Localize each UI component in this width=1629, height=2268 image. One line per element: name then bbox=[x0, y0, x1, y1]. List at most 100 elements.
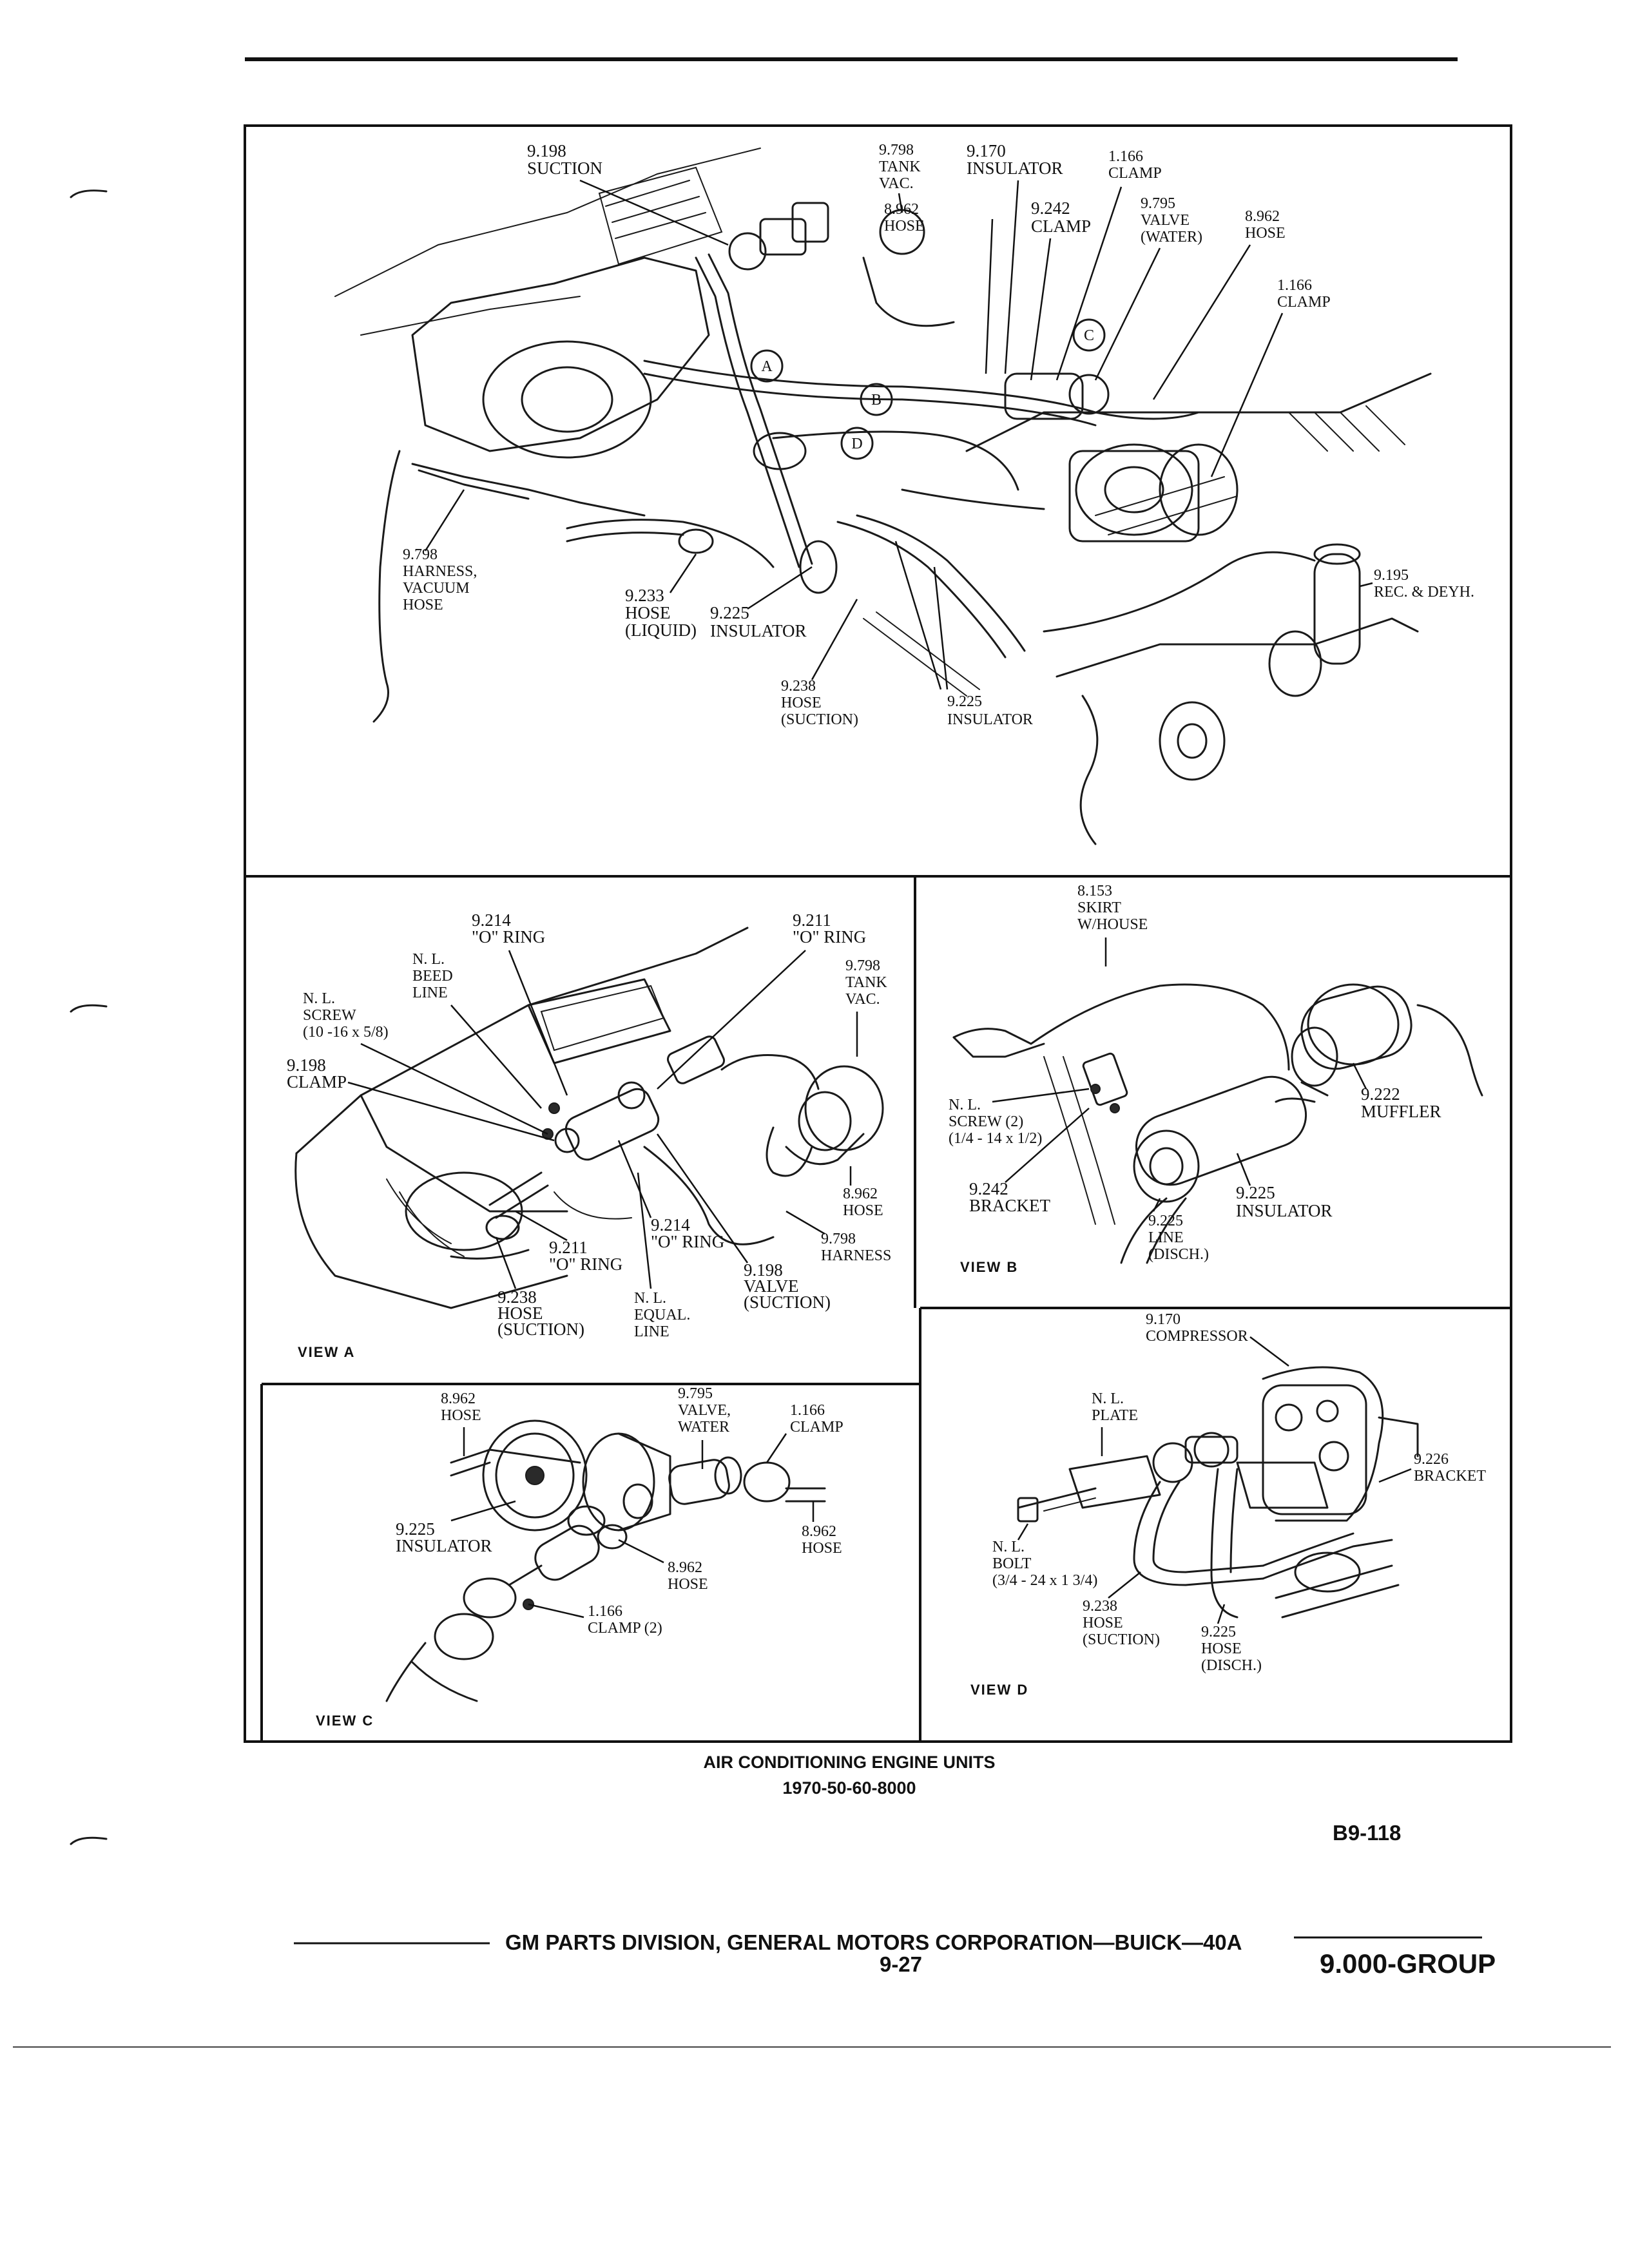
view-c-labels: 8.962 HOSE 9.795 VALVE, WATER 1.166 CLAM… bbox=[316, 1385, 843, 1729]
svg-text:9.198: 9.198 bbox=[527, 141, 566, 160]
svg-text:N. L.: N. L. bbox=[949, 1097, 981, 1113]
label-a-clamp: 9.198 CLAMP bbox=[287, 1055, 555, 1142]
svg-text:9.214: 9.214 bbox=[472, 910, 511, 930]
svg-text:(SUCTION): (SUCTION) bbox=[744, 1293, 831, 1312]
label-a-screw: N. L. SCREW (10 -16 x 5/8) bbox=[303, 990, 548, 1135]
svg-text:9.795: 9.795 bbox=[1141, 195, 1175, 212]
svg-text:BEED: BEED bbox=[412, 968, 453, 985]
label-a-o-ring-top-right: 9.211 "O" RING bbox=[657, 910, 866, 1090]
label-a-equal-line: N. L. EQUAL. LINE bbox=[634, 1172, 690, 1340]
svg-text:HOSE: HOSE bbox=[1201, 1640, 1242, 1657]
svg-text:CLAMP: CLAMP bbox=[1277, 294, 1331, 311]
view-a-illustration bbox=[294, 927, 884, 1309]
label-b-bracket: 9.242 BRACKET bbox=[969, 1108, 1090, 1215]
label-a-hose-suction: 9.238 HOSE (SUCTION) bbox=[495, 1236, 584, 1339]
svg-text:9.211: 9.211 bbox=[549, 1238, 588, 1257]
svg-text:SCREW (2): SCREW (2) bbox=[949, 1113, 1023, 1130]
svg-text:9.233: 9.233 bbox=[625, 586, 664, 605]
svg-text:N. L.: N. L. bbox=[992, 1539, 1025, 1555]
svg-text:REC. & DEYH.: REC. & DEYH. bbox=[1374, 584, 1474, 601]
svg-text:HOSE: HOSE bbox=[497, 1303, 543, 1323]
view-d-title: VIEW D bbox=[970, 1682, 1028, 1698]
svg-text:HOSE: HOSE bbox=[843, 1202, 883, 1219]
svg-text:WATER: WATER bbox=[678, 1419, 729, 1436]
label-a-tank-vac: 9.798 TANK VAC. bbox=[845, 957, 887, 1057]
binder-hole-mark bbox=[70, 1004, 108, 1013]
svg-text:HOSE: HOSE bbox=[668, 1576, 708, 1593]
view-a-title: VIEW A bbox=[298, 1344, 355, 1360]
svg-text:8.962: 8.962 bbox=[802, 1523, 836, 1540]
label-hose-suction: 9.238 HOSE (SUCTION) bbox=[781, 599, 858, 728]
svg-text:"O" RING: "O" RING bbox=[651, 1232, 724, 1251]
svg-text:1.166: 1.166 bbox=[588, 1603, 622, 1620]
svg-text:9.222: 9.222 bbox=[1361, 1084, 1400, 1104]
svg-text:HOSE: HOSE bbox=[441, 1407, 481, 1424]
label-rec-deyh: 9.195 REC. & DEYH. bbox=[1359, 567, 1474, 601]
label-b-screw: N. L. SCREW (2) (1/4 - 14 x 1/2) bbox=[949, 1088, 1090, 1147]
svg-text:(10 -16 x 5/8): (10 -16 x 5/8) bbox=[303, 1024, 389, 1041]
svg-text:9.798: 9.798 bbox=[403, 546, 438, 563]
footer-group: 9.000-GROUP bbox=[1320, 1948, 1496, 1979]
svg-text:A: A bbox=[761, 358, 773, 375]
svg-text:N. L.: N. L. bbox=[634, 1290, 666, 1307]
view-a-labels: 9.214 "O" RING 9.211 "O" RING N. L. BEED… bbox=[287, 910, 891, 1360]
svg-text:9.795: 9.795 bbox=[678, 1385, 713, 1402]
figure-number: B9-118 bbox=[1333, 1821, 1401, 1845]
label-b-skirt: 8.153 SKIRT W/HOUSE bbox=[1077, 883, 1148, 966]
view-c-title: VIEW C bbox=[316, 1713, 374, 1729]
svg-text:8.962: 8.962 bbox=[668, 1559, 702, 1576]
label-b-insulator: 9.225 INSULATOR bbox=[1236, 1153, 1333, 1220]
svg-text:9.214: 9.214 bbox=[651, 1215, 690, 1235]
svg-text:9.195: 9.195 bbox=[1374, 567, 1409, 584]
svg-text:B: B bbox=[871, 392, 882, 408]
svg-text:(1/4 - 14 x 1/2): (1/4 - 14 x 1/2) bbox=[949, 1130, 1042, 1147]
label-a-harness: 9.798 HARNESS bbox=[786, 1210, 891, 1264]
svg-text:CLAMP: CLAMP bbox=[1108, 165, 1162, 182]
svg-text:1.166: 1.166 bbox=[790, 1402, 825, 1419]
svg-text:INSULATOR: INSULATOR bbox=[947, 711, 1033, 728]
figure-title: AIR CONDITIONING ENGINE UNITS bbox=[703, 1753, 995, 1772]
label-a-o-ring-lower-mid: 9.214 "O" RING bbox=[617, 1140, 724, 1251]
label-a-hose: 8.962 HOSE bbox=[843, 1166, 883, 1219]
svg-text:CLAMP: CLAMP bbox=[1031, 216, 1091, 236]
label-a-beed-line: N. L. BEED LINE bbox=[412, 951, 542, 1109]
svg-text:9.238: 9.238 bbox=[497, 1287, 537, 1307]
svg-text:9.226: 9.226 bbox=[1414, 1451, 1449, 1468]
callout-d: D bbox=[840, 427, 874, 460]
svg-text:INSULATOR: INSULATOR bbox=[396, 1536, 492, 1555]
svg-text:(DISCH.): (DISCH.) bbox=[1201, 1657, 1262, 1674]
label-c-hose-mid: 8.962 HOSE bbox=[618, 1539, 708, 1593]
svg-text:(SUCTION): (SUCTION) bbox=[1083, 1631, 1160, 1648]
binder-hole-mark bbox=[70, 1836, 108, 1845]
svg-text:1.166: 1.166 bbox=[1277, 277, 1312, 294]
label-valve-water: 9.795 VALVE (WATER) bbox=[1094, 195, 1202, 381]
svg-text:9.225: 9.225 bbox=[396, 1519, 435, 1539]
label-tank-vac: 9.798 TANK VAC. bbox=[879, 142, 921, 213]
svg-text:(3/4 - 24 x 1 3/4): (3/4 - 24 x 1 3/4) bbox=[992, 1572, 1097, 1589]
binder-hole-mark bbox=[70, 189, 108, 198]
svg-text:9.198: 9.198 bbox=[287, 1055, 326, 1075]
svg-text:VALVE: VALVE bbox=[1141, 212, 1190, 229]
svg-text:9.198: 9.198 bbox=[744, 1260, 783, 1280]
svg-text:(LIQUID): (LIQUID) bbox=[625, 620, 697, 640]
svg-text:9.225: 9.225 bbox=[947, 693, 982, 710]
label-hose-liquid: 9.233 HOSE (LIQUID) bbox=[625, 553, 697, 640]
svg-text:LINE: LINE bbox=[634, 1323, 670, 1340]
svg-text:9.225: 9.225 bbox=[1148, 1213, 1183, 1229]
svg-text:9.211: 9.211 bbox=[793, 910, 831, 930]
svg-text:COMPRESSOR: COMPRESSOR bbox=[1146, 1328, 1248, 1345]
svg-text:CLAMP (2): CLAMP (2) bbox=[588, 1620, 662, 1637]
svg-text:SKIRT: SKIRT bbox=[1077, 899, 1121, 916]
svg-text:INSULATOR: INSULATOR bbox=[710, 621, 807, 640]
svg-text:BRACKET: BRACKET bbox=[1414, 1468, 1486, 1485]
svg-text:D: D bbox=[851, 436, 862, 452]
svg-text:8.153: 8.153 bbox=[1077, 883, 1112, 899]
svg-text:TANK: TANK bbox=[879, 159, 921, 175]
svg-text:HOSE: HOSE bbox=[802, 1540, 842, 1557]
view-b-title: VIEW B bbox=[960, 1259, 1018, 1275]
label-c-hose-right: 8.962 HOSE bbox=[802, 1501, 842, 1557]
label-c-insulator: 9.225 INSULATOR bbox=[396, 1500, 516, 1555]
label-insulator-top: 9.170 INSULATOR bbox=[967, 141, 1063, 374]
svg-text:(SUCTION): (SUCTION) bbox=[497, 1320, 584, 1339]
label-clamp-mid: 9.242 CLAMP bbox=[1030, 198, 1091, 381]
